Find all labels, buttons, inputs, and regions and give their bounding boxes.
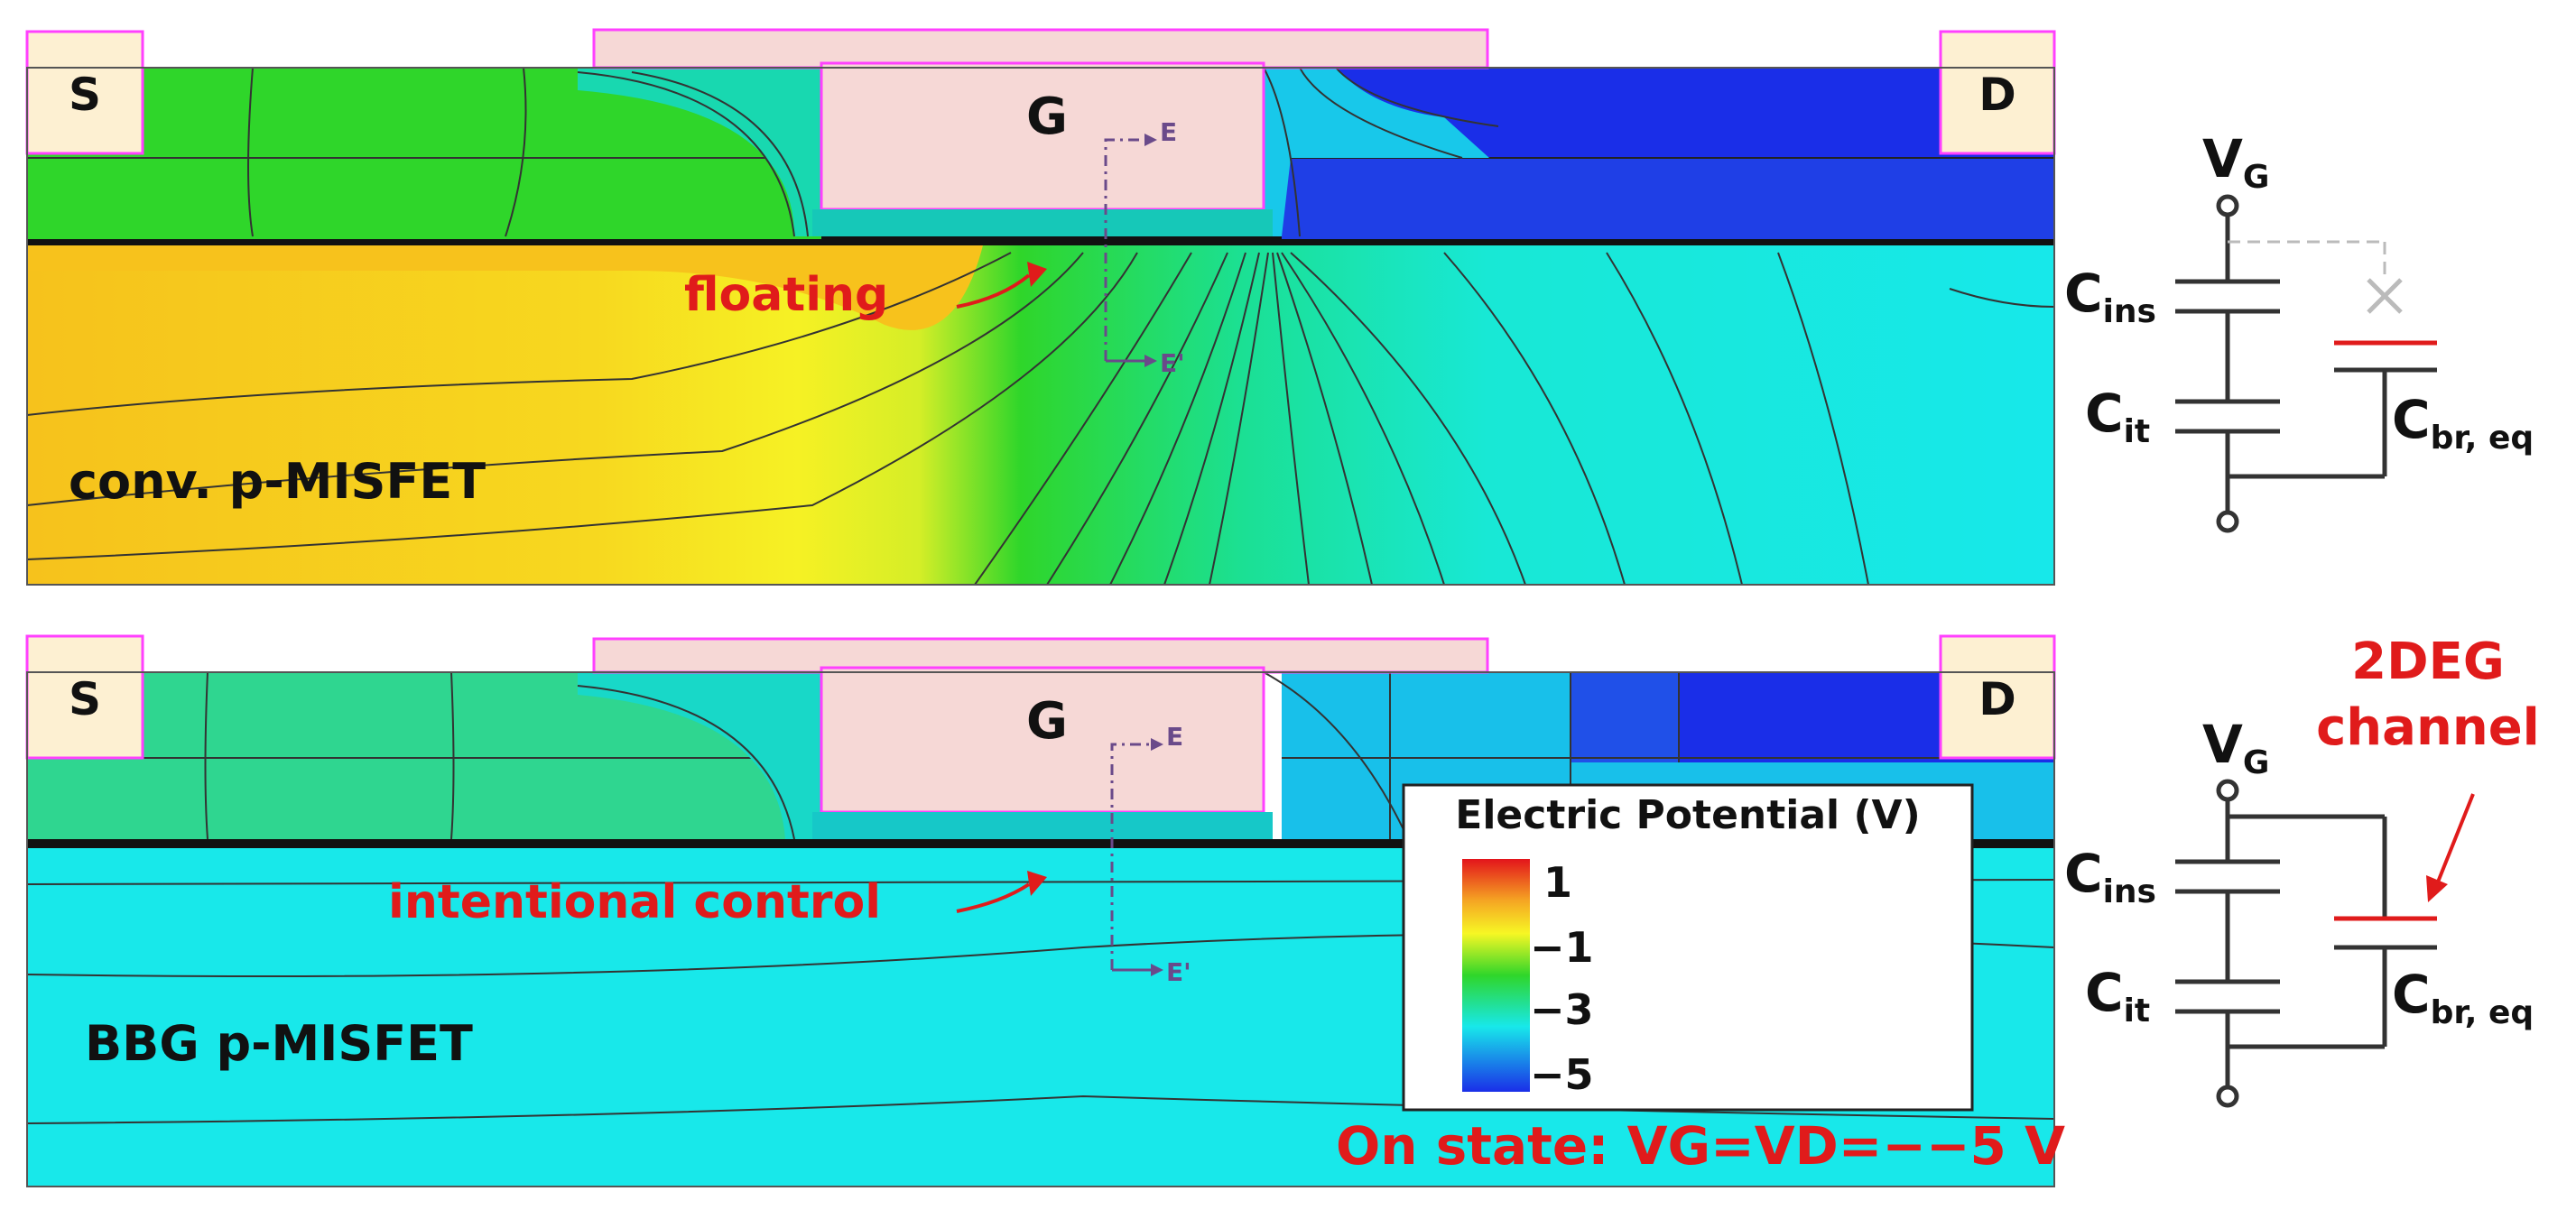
legend-tick-1: 1	[1543, 858, 1572, 907]
top-equivalent-circuit	[2175, 194, 2437, 533]
legend-tick-4: −5	[1530, 1050, 1594, 1099]
top-drain-contact	[1939, 30, 2056, 155]
bottom-vg-label: VG	[2202, 714, 2269, 781]
top-cit-label: Cit	[2085, 383, 2150, 450]
top-device-panel	[25, 28, 2056, 586]
top-source-label: S	[69, 69, 101, 121]
top-floating-arrow	[956, 273, 1031, 309]
top-cut-line	[1104, 134, 1157, 367]
bottom-cbr-label: Cbr, eq	[2392, 964, 2534, 1031]
legend-title: Electric Potential (V)	[1455, 792, 1920, 838]
potential-legend	[1402, 783, 1974, 1112]
top-substrate	[27, 242, 2054, 585]
bottom-drain-label: D	[1978, 673, 2016, 725]
bottom-device-name: BBG p-MISFET	[85, 1015, 473, 1072]
operating-condition: On state: VG=VD=−−5 V	[1336, 1115, 2065, 1177]
bottom-source-contact	[25, 634, 144, 760]
bottom-cut-start-label: E	[1166, 722, 1183, 752]
bottom-control-arrow	[956, 882, 1031, 913]
channel-label-line1: 2DEG	[2351, 633, 2505, 691]
legend-tick-3: −3	[1530, 985, 1594, 1034]
top-cbr-label: Cbr, eq	[2392, 389, 2534, 457]
channel-label-line2: channel	[2316, 698, 2540, 757]
top-orange-region	[27, 242, 984, 330]
top-floating-annotation: floating	[684, 268, 888, 322]
bottom-cit-label: Cit	[2085, 962, 2150, 1030]
top-cins-label: Cins	[2064, 263, 2156, 330]
bottom-gate-label: G	[1026, 692, 1068, 751]
top-cut-end-label: E'	[1160, 348, 1185, 378]
bottom-source-label: S	[69, 673, 101, 725]
channel-arrowhead	[2426, 875, 2448, 902]
top-heterointerface	[27, 236, 2054, 245]
top-vg-label: VG	[2202, 128, 2269, 196]
top-device-name: conv. p-MISFET	[69, 453, 486, 510]
bottom-heterointerface	[27, 839, 2054, 848]
top-gate-label: G	[1026, 88, 1068, 146]
bottom-cut-end-label: E'	[1166, 957, 1191, 987]
bottom-cut-line	[1110, 738, 1163, 976]
legend-tick-2: −1	[1530, 923, 1594, 972]
legend-colorbar	[1462, 859, 1530, 1092]
bottom-control-annotation: intentional control	[388, 875, 881, 929]
top-field-plate	[592, 28, 1489, 69]
bottom-equivalent-circuit	[2175, 779, 2475, 1108]
bottom-cins-label: Cins	[2064, 843, 2156, 910]
top-drain-label: D	[1978, 69, 2016, 121]
top-cut-start-label: E	[1160, 117, 1177, 147]
